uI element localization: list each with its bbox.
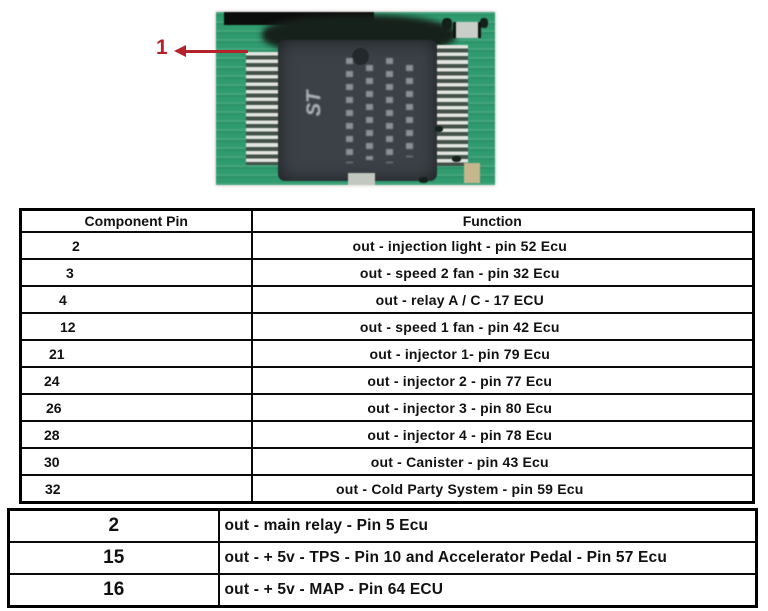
- table-row: 30 out - Canister - pin 43 Ecu: [19, 447, 755, 476]
- chip-pin1-dimple: [352, 48, 369, 65]
- component-pin-table: Component Pin Function 2 out - injection…: [19, 208, 755, 504]
- table-row: 21 out - injector 1- pin 79 Ecu: [19, 339, 755, 368]
- pin-cell: 26: [19, 393, 253, 422]
- function-cell: out - Cold Party System - pin 59 Ecu: [250, 474, 755, 504]
- chip-marking: [386, 58, 393, 163]
- pin-cell: 15: [7, 541, 220, 575]
- chip-marking: [406, 65, 413, 157]
- function-cell: out - injector 2 - pin 77 Ecu: [250, 366, 755, 395]
- pin-cell: 32: [19, 474, 253, 504]
- chip-body: ST: [278, 40, 437, 181]
- function-cell: out - injection light - pin 52 Ecu: [250, 231, 755, 260]
- table-header-row: Component Pin Function: [19, 208, 755, 233]
- function-cell: out - injector 3 - pin 80 Ecu: [250, 393, 755, 422]
- table-row: 24 out - injector 2 - pin 77 Ecu: [19, 366, 755, 395]
- smd-component: [464, 163, 480, 183]
- smd-component: [348, 173, 375, 185]
- table-row: 26 out - injector 3 - pin 80 Ecu: [19, 393, 755, 422]
- pin-cell: 24: [19, 366, 253, 395]
- pin-cell: 3: [19, 258, 253, 287]
- supplemental-pin-table: 2 out - main relay - Pin 5 Ecu 15 out - …: [7, 508, 758, 608]
- pin-cell: 21: [19, 339, 253, 368]
- function-cell: out - relay A / C - 17 ECU: [250, 285, 755, 314]
- left-arrow-icon: [174, 45, 186, 57]
- solder-pad: [442, 18, 452, 30]
- function-cell: out - injector 4 - pin 78 Ecu: [250, 420, 755, 449]
- pin-cell: 4: [19, 285, 253, 314]
- pin-cell: 16: [7, 573, 220, 608]
- table-row: 2 out - main relay - Pin 5 Ecu: [7, 508, 758, 543]
- function-cell: out - + 5v - MAP - Pin 64 ECU: [217, 573, 758, 608]
- function-cell: out - + 5v - TPS - Pin 10 and Accelerato…: [217, 541, 758, 575]
- solder-pad: [480, 18, 488, 28]
- table-row: 2 out - injection light - pin 52 Ecu: [19, 231, 755, 260]
- pin-cell: 28: [19, 420, 253, 449]
- pin-cell: 12: [19, 312, 253, 341]
- pin1-callout-label: 1: [156, 36, 168, 59]
- pin-cell: 2: [7, 508, 220, 543]
- chip-marking: [346, 58, 353, 163]
- chip-pins-left: [246, 52, 279, 165]
- function-cell: out - injector 1- pin 79 Ecu: [250, 339, 755, 368]
- header-function: Function: [250, 208, 755, 233]
- solder-pad: [419, 177, 428, 183]
- table-row: 3 out - speed 2 fan - pin 32 Ecu: [19, 258, 755, 287]
- pin-cell: 30: [19, 447, 253, 476]
- st-logo: ST: [303, 90, 326, 117]
- solder-pad: [452, 156, 461, 162]
- table-row: 15 out - + 5v - TPS - Pin 10 and Acceler…: [7, 541, 758, 575]
- chip-pins-right: [437, 45, 468, 166]
- function-cell: out - main relay - Pin 5 Ecu: [217, 508, 758, 543]
- table-row: 32 out - Cold Party System - pin 59 Ecu: [19, 474, 755, 504]
- table-row: 16 out - + 5v - MAP - Pin 64 ECU: [7, 573, 758, 608]
- table-row: 4 out - relay A / C - 17 ECU: [19, 285, 755, 314]
- function-cell: out - Canister - pin 43 Ecu: [250, 447, 755, 476]
- solder-pad: [435, 126, 443, 132]
- function-cell: out - speed 2 fan - pin 32 Ecu: [250, 258, 755, 287]
- left-arrow-line: [184, 50, 248, 53]
- chip-photo: ST: [216, 12, 495, 185]
- function-cell: out - speed 1 fan - pin 42 Ecu: [250, 312, 755, 341]
- table-row: 28 out - injector 4 - pin 78 Ecu: [19, 420, 755, 449]
- smd-component: [456, 22, 478, 38]
- pin-cell: 2: [19, 231, 253, 260]
- chip-marking: [366, 65, 373, 160]
- table-row: 12 out - speed 1 fan - pin 42 Ecu: [19, 312, 755, 341]
- header-component-pin: Component Pin: [19, 208, 253, 233]
